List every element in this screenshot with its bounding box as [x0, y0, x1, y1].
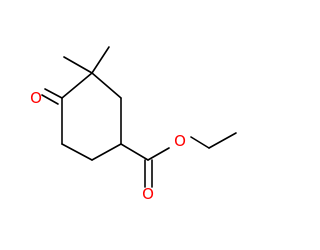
bond-ring-1: [91, 72, 122, 99]
bond-methyl-left: [63, 56, 93, 74]
bond-ring-6: [61, 72, 93, 99]
bond-ketone-b: [41, 94, 59, 105]
atom-labels: O O O: [30, 89, 186, 203]
bond-ring-3: [91, 143, 122, 161]
bonds: [41, 46, 237, 188]
molecule-structure: O O O: [30, 46, 237, 203]
bond-methyl-right: [91, 46, 110, 74]
bond-ring-4: [61, 143, 93, 161]
bond-ester-o: [147, 147, 170, 161]
bond-ketone-a: [44, 88, 63, 99]
bond-ring-to-ester: [120, 143, 149, 161]
atom-label-carbonyl-oxygen: O: [142, 185, 154, 203]
bond-ethyl: [208, 132, 237, 149]
atom-label-ester-oxygen: O: [174, 132, 186, 150]
bond-o-ethyl: [190, 136, 210, 149]
atom-label-ketone-oxygen: O: [30, 89, 42, 107]
